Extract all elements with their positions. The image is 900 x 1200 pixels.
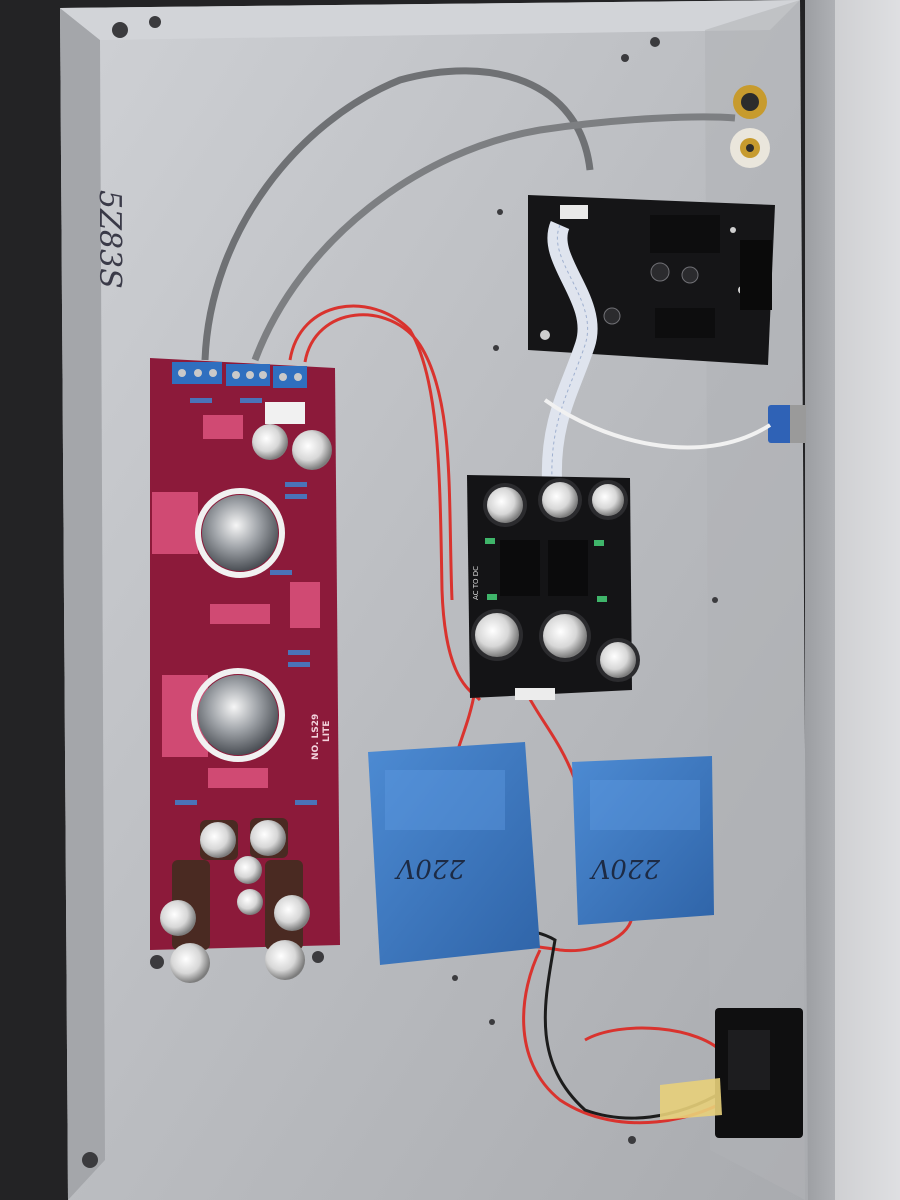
tube-preamp-board: NO. LS29 LITE xyxy=(150,358,340,983)
transformer-1: 220V xyxy=(368,742,540,965)
board-sub-text: LITE xyxy=(322,721,332,742)
vacuum-tube-2 xyxy=(198,675,278,755)
vacuum-tube-1 xyxy=(202,495,278,571)
psu-board: AC TO DC xyxy=(467,475,640,700)
rca-input-jacks xyxy=(730,85,770,168)
board-model-text: NO. LS29 xyxy=(311,714,321,760)
chassis-left-lip xyxy=(60,8,105,1200)
signal-cables xyxy=(201,67,736,362)
transformer-2: 220V xyxy=(572,756,714,925)
mounting-holes xyxy=(82,16,718,1168)
transformer-1-label: 220V xyxy=(394,853,466,883)
transformer-2-label: 220V xyxy=(589,853,661,883)
chassis-marking: 5Z83S xyxy=(92,190,127,289)
chassis-top-lip xyxy=(60,0,800,40)
psu-silkscreen: AC TO DC xyxy=(472,566,480,600)
power-switch xyxy=(543,398,806,450)
iec-power-inlet xyxy=(660,1008,803,1138)
